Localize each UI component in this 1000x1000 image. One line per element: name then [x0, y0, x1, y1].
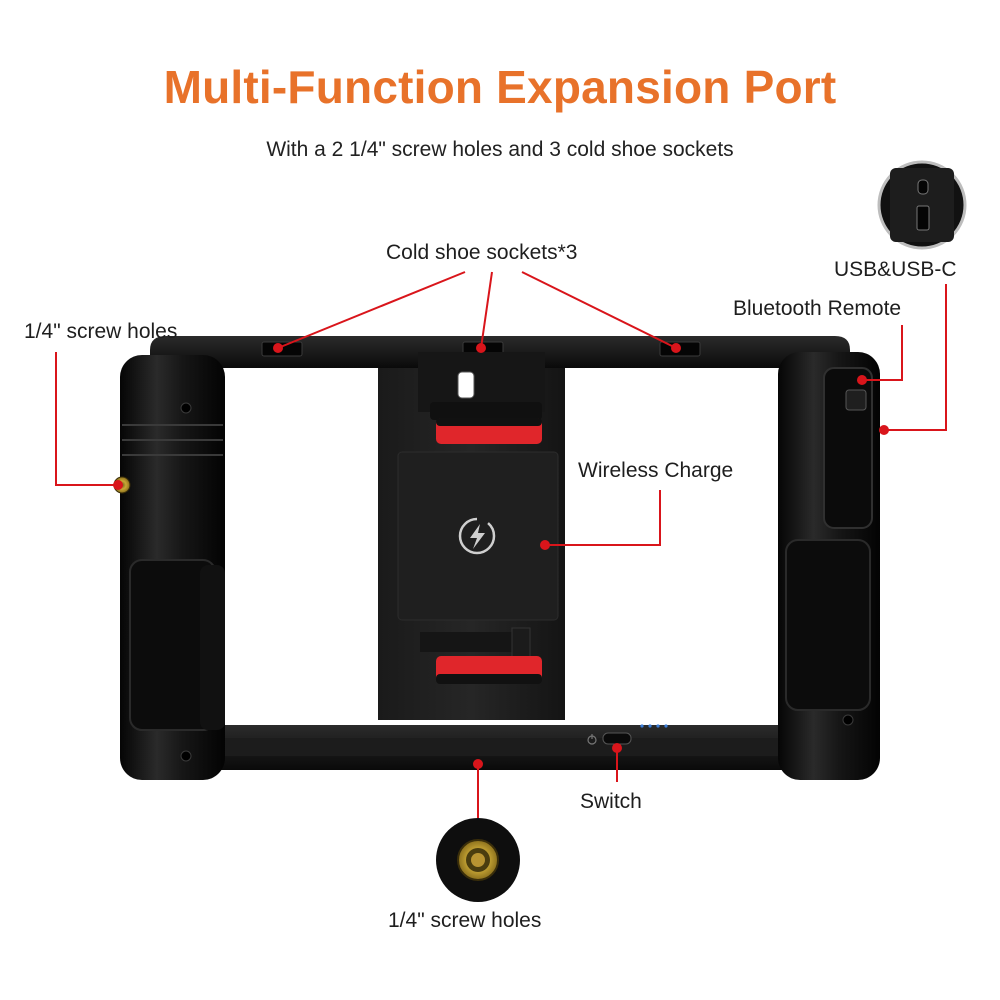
label-bluetooth-remote: Bluetooth Remote: [733, 297, 902, 320]
label-usb: USB&USB-C: [834, 258, 957, 281]
page-subtitle: With a 2 1/4" screw holes and 3 cold sho…: [266, 138, 734, 161]
usb-c-port: [917, 179, 929, 195]
callout-lines: [55, 271, 947, 818]
remote-button: [845, 389, 867, 411]
power-switch: [602, 732, 632, 745]
smartphone-rig: [113, 336, 880, 780]
usb-a-port: [916, 205, 930, 231]
wireless-charge-icon: [458, 517, 496, 555]
label-bottom-screw-holes: 1/4" screw holes: [388, 909, 542, 932]
bottom-screw-inset: [436, 818, 520, 902]
callout-dots: [113, 343, 889, 769]
label-wireless-charge: Wireless Charge: [578, 459, 734, 482]
page-title: Multi-Function Expansion Port: [163, 61, 837, 113]
label-side-screw-holes: 1/4" screw holes: [24, 320, 178, 343]
usb-port-inset: [877, 160, 967, 250]
label-switch: Switch: [580, 790, 642, 813]
label-cold-shoe-sockets: Cold shoe sockets*3: [386, 241, 578, 264]
power-icon: [587, 734, 597, 745]
